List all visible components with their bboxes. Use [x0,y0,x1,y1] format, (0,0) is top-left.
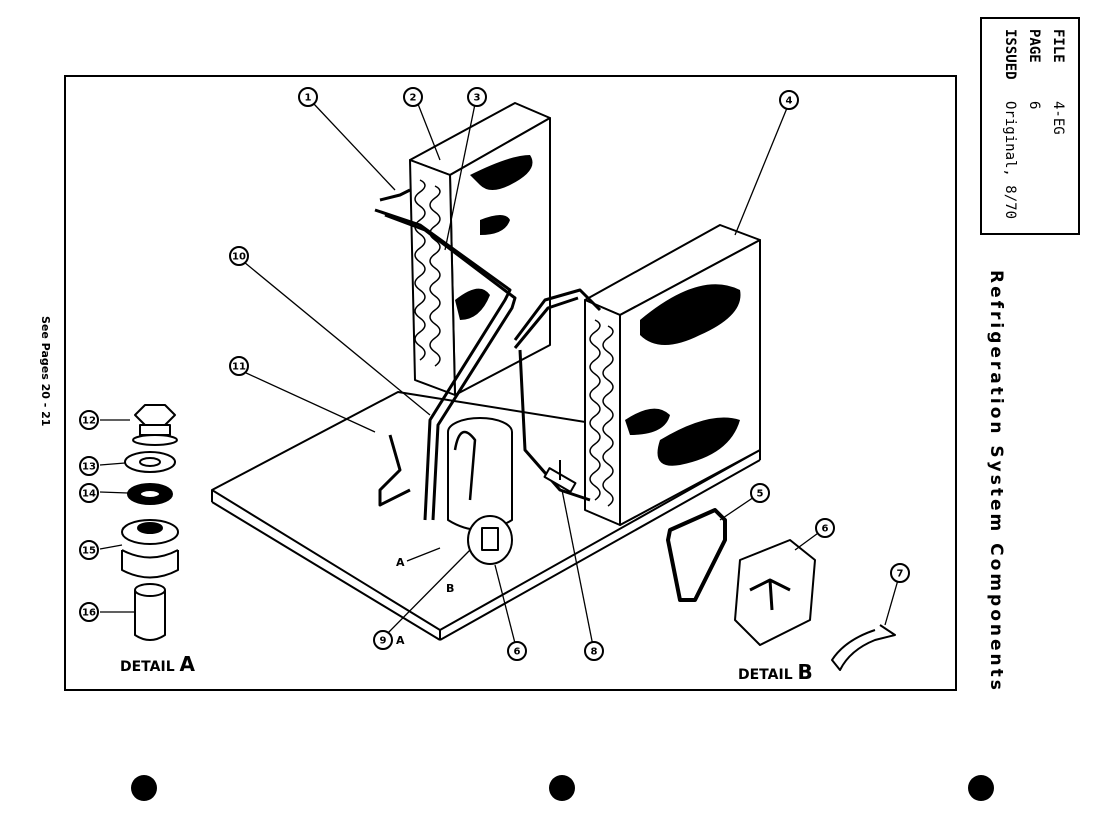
detail-b-letter: B [797,660,813,684]
callout-label: 5 [757,489,764,500]
callout-10: 10 [229,246,249,266]
detail-a-letter: A [179,652,195,676]
callout-label: 3 [474,93,481,104]
callout-13: 13 [79,456,99,476]
callout-6-compressor: 6 [507,641,527,661]
diagram-frame [64,75,957,691]
callout-1: 1 [298,87,318,107]
callout-label: 14 [82,489,96,500]
callout-16: 16 [79,602,99,622]
punch-hole-left [131,775,157,801]
callout-8: 8 [584,641,604,661]
detail-a-label: DETAIL A [120,652,195,676]
callout-15: 15 [79,540,99,560]
callout-5: 5 [750,483,770,503]
callout-label: 8 [591,647,598,658]
compressor [447,417,513,565]
callout-12: 12 [79,410,99,430]
callout-label: 6 [822,524,829,535]
callout-label: 6 [514,647,521,658]
callout-11: 11 [229,356,249,376]
callout-label: 2 [410,93,417,104]
callout-4: 4 [779,90,799,110]
callout-9: 9 [373,630,393,650]
callout-label: 11 [232,362,246,373]
callout-3: 3 [467,87,487,107]
condenser-coil [584,224,761,526]
detail-b-word: DETAIL [738,667,793,683]
callout-label: 1 [305,93,312,104]
callout-2: 2 [403,87,423,107]
callout-14: 14 [79,483,99,503]
callout-label: 12 [82,416,96,427]
detail-a-word: DETAIL [120,659,175,675]
callout-label: 4 [786,96,793,107]
detail-b-label: DETAIL B [738,660,813,684]
punch-hole-right [968,775,994,801]
letter-a: A [396,556,405,569]
callout-label: 15 [82,546,96,557]
callout-label: 7 [897,569,904,580]
punch-hole-center [549,775,575,801]
callout-label: 10 [232,252,246,263]
letter-b: B [446,582,454,595]
callout-6: 6 [815,518,835,538]
detail-a-parts [121,404,179,641]
letter-a4: A [396,634,405,647]
callout-7: 7 [890,563,910,583]
callout-label: 9 [380,636,387,647]
evaporator-coil [409,102,551,396]
info-block: FILE4-EG PAGE6 ISSUEDOriginal, 8/70 [980,17,1080,235]
callout-label: 16 [82,608,96,619]
callout-label: 13 [82,462,96,473]
refrigerant-tubing [374,188,602,521]
detail-b-parts [666,508,896,671]
